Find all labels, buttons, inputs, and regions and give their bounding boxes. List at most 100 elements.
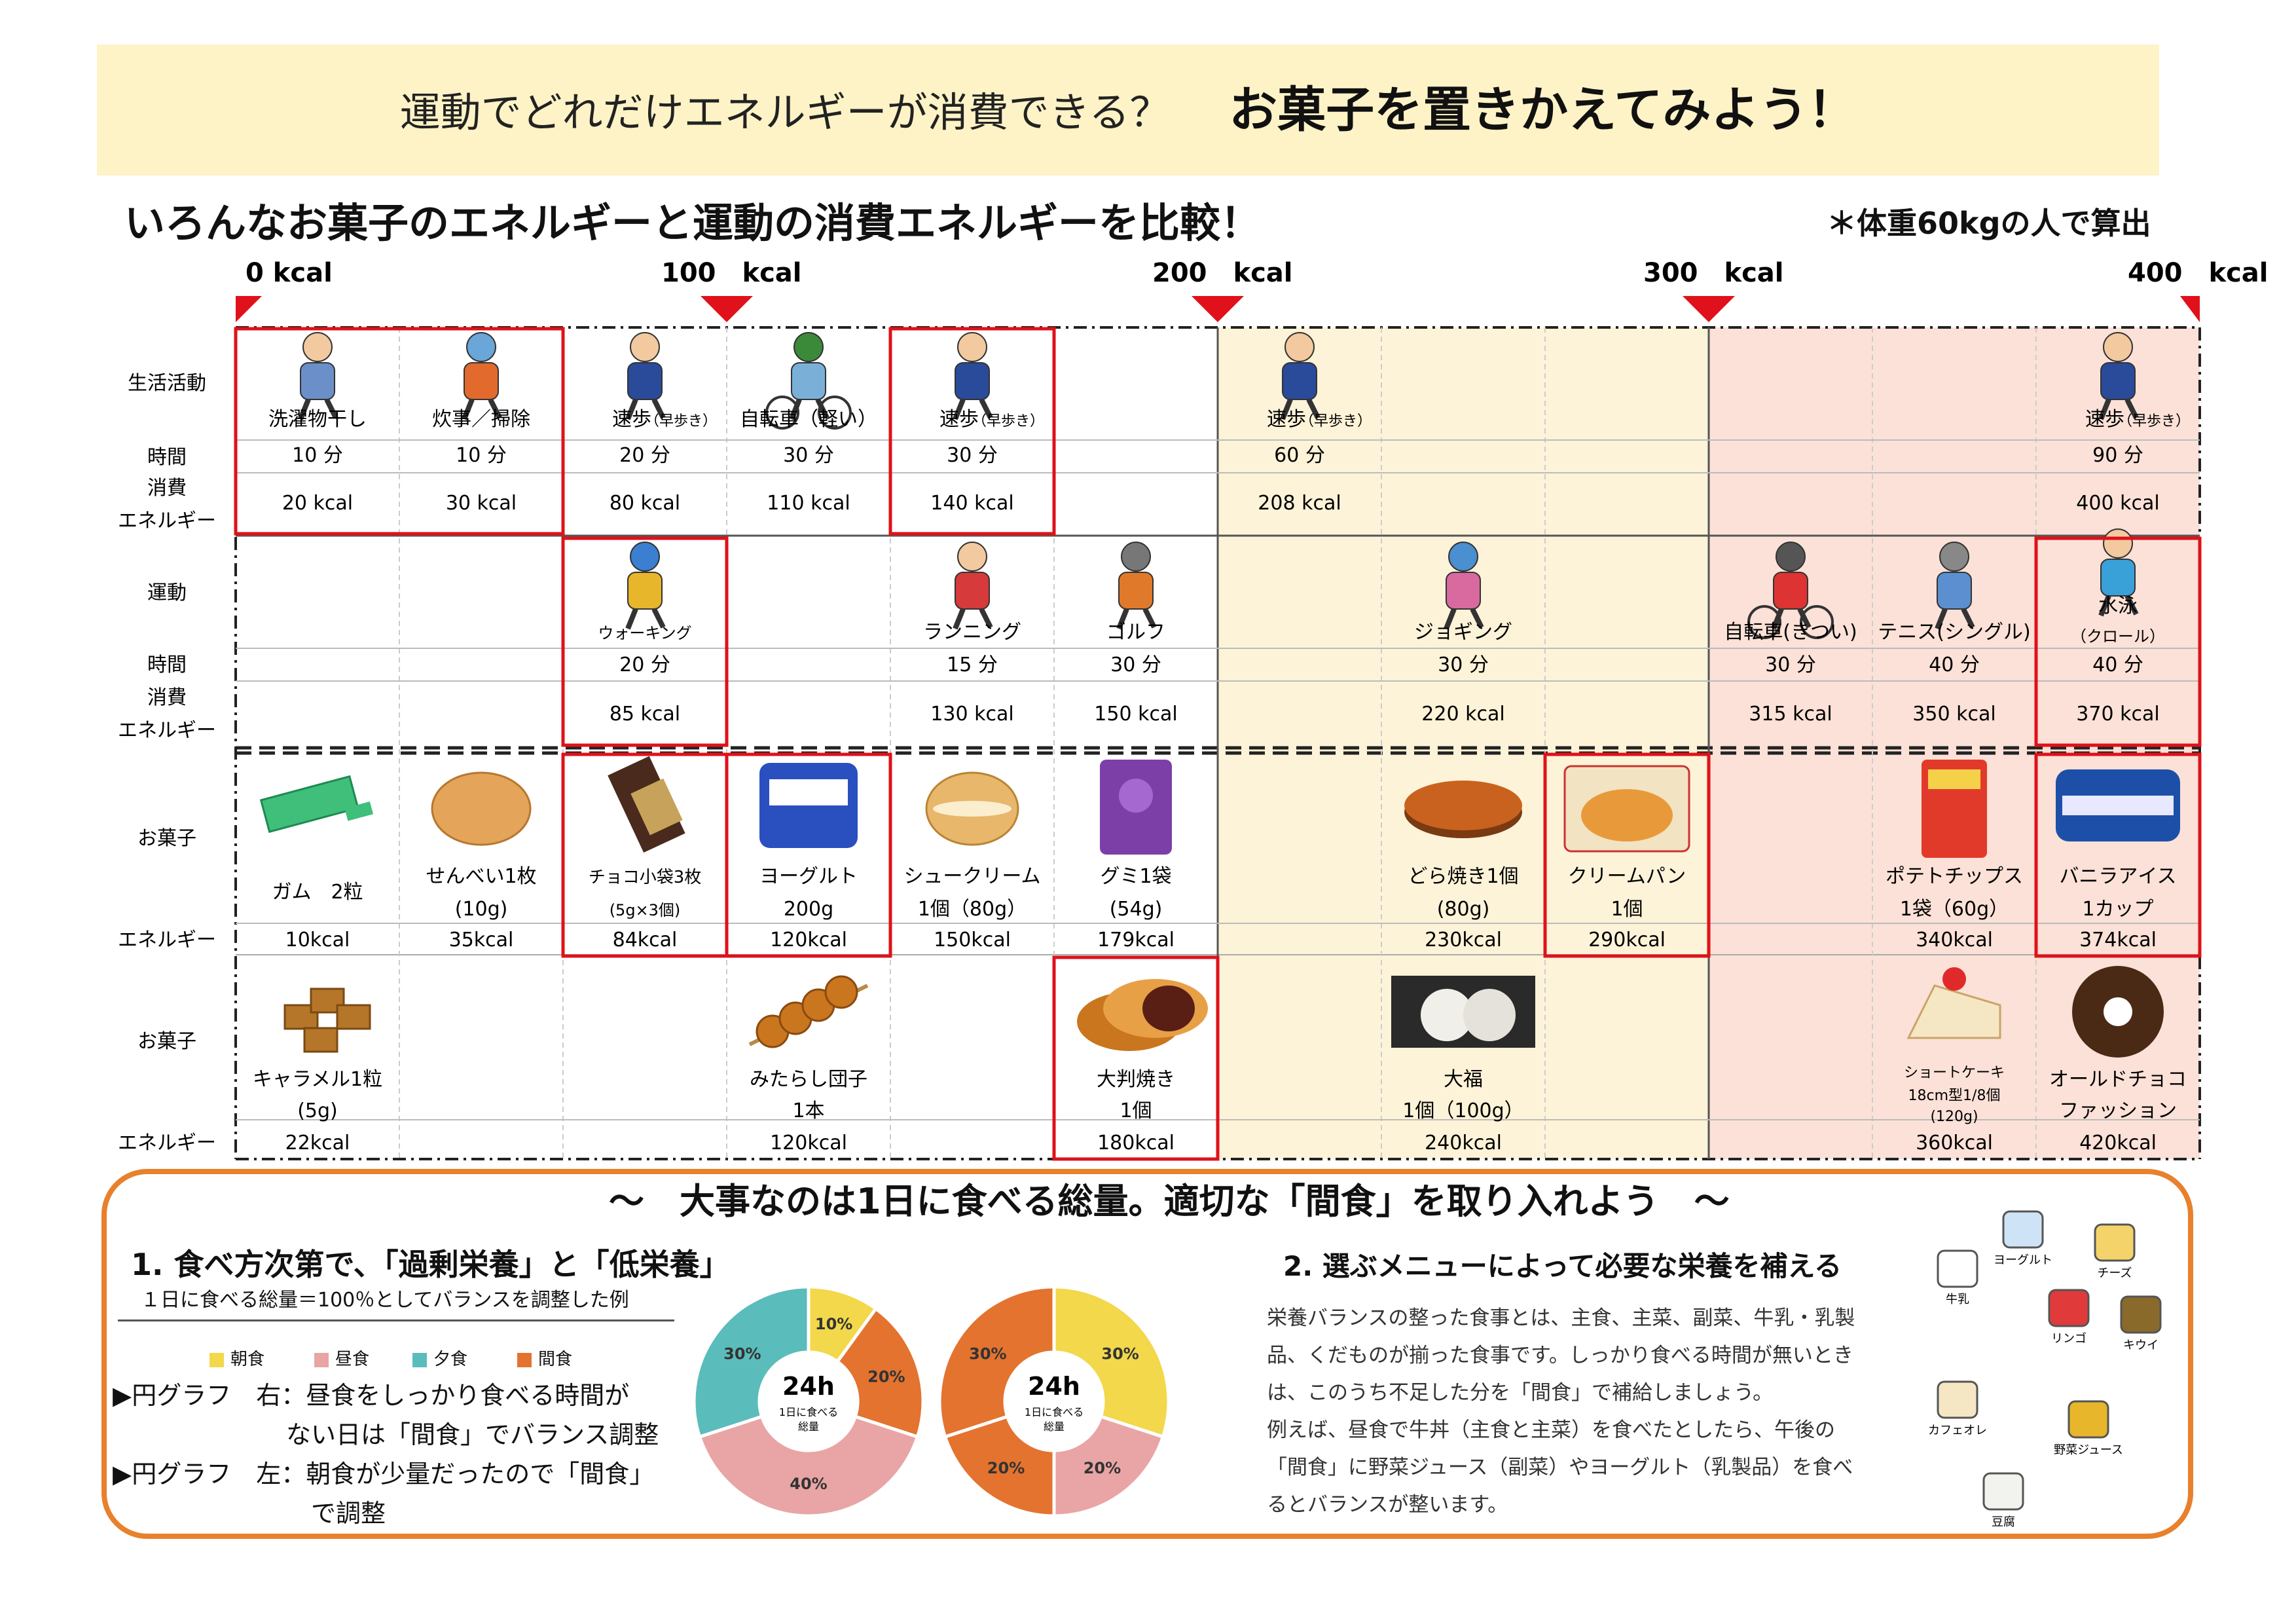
body <box>1937 572 1972 610</box>
body-line: 品、くだものが揃った食事です。しっかり食べる時間が無いとき <box>1267 1344 1853 1367</box>
exercise-name: ランニング <box>923 621 1021 644</box>
activity-kcal: 208 kcal <box>1258 492 1341 515</box>
donut-hole <box>1008 1356 1100 1447</box>
snack-amount: (5g) <box>297 1099 338 1122</box>
donut-label: 30% <box>1101 1345 1139 1363</box>
basis-note: ＊体重60kgの人で算出 <box>1827 206 2151 241</box>
section2-title: 2. 選ぶメニューによって必要な栄養を補える <box>1283 1250 1842 1282</box>
snack-amount: 1カップ <box>2082 898 2153 921</box>
snack-kcal: 180kcal <box>1097 1132 1175 1154</box>
snack-name: シュークリーム <box>903 865 1040 888</box>
donut-segment <box>938 1285 1056 1439</box>
body-line: 「間食」に野菜ジュース（副菜）やヨーグルト（乳製品）を食べ <box>1267 1456 1853 1479</box>
hole <box>2104 997 2132 1026</box>
snack-name: グミ1袋 <box>1100 865 1171 888</box>
snack-amount: (80g) <box>1437 898 1490 921</box>
body-line: るとバランスが整います。 <box>1267 1493 1508 1517</box>
body <box>955 572 990 610</box>
scale-marker <box>1192 296 1244 322</box>
body <box>955 362 990 400</box>
head <box>466 332 496 362</box>
snack-kcal: 240kcal <box>1425 1132 1502 1154</box>
obanyaki-icon <box>1077 979 1208 1051</box>
leg <box>979 608 993 629</box>
jogging-icon <box>1444 542 1484 630</box>
exercise-name: 水泳 <box>2098 595 2138 618</box>
donut-segment <box>1052 1414 1165 1518</box>
snack-amount: (10g) <box>455 898 508 921</box>
food-label: 牛乳 <box>1946 1293 1969 1306</box>
leg <box>298 398 311 420</box>
mochi <box>1421 989 1473 1041</box>
wheel <box>765 396 799 430</box>
snack-amount: 1個 <box>1611 898 1643 921</box>
walking-businessman-icon <box>953 332 993 420</box>
header-question: 運動でどれだけエネルギーが消費できる？ <box>399 88 1171 136</box>
leg <box>2124 595 2139 616</box>
note-left-pie-cont: で調整 <box>311 1499 386 1528</box>
leg <box>651 398 666 419</box>
leg <box>2098 595 2111 617</box>
snack-name: みたらし団子 <box>750 1068 867 1091</box>
body <box>627 572 663 610</box>
donut-segment <box>943 1414 1056 1518</box>
ice-cream-icon <box>2056 769 2180 841</box>
activity-name: 速歩 <box>1267 408 1306 431</box>
leg <box>1306 398 1321 419</box>
snack-kcal: 10kcal <box>285 929 350 951</box>
senbei-icon <box>431 771 532 846</box>
cream <box>933 801 1011 817</box>
donut-center: 総量 <box>1044 1420 1065 1433</box>
donut-center: 総量 <box>798 1420 819 1433</box>
exercise-name: ウォーキング <box>598 624 691 642</box>
walking-couple-icon <box>625 542 666 630</box>
snack-name: せんべい1枚 <box>426 865 536 888</box>
food-item <box>2120 1295 2162 1334</box>
row-header-time: 時間 <box>147 446 187 469</box>
food-item <box>2048 1289 2090 1327</box>
divider <box>118 1320 674 1321</box>
snack-name: バニラアイス <box>2059 865 2176 888</box>
head <box>2103 332 2133 362</box>
body <box>1282 362 1317 400</box>
food-label: リンゴ <box>2051 1332 2086 1346</box>
food-label: カフェオレ <box>1928 1424 1987 1437</box>
row-header-consume1: 消費 <box>147 477 187 500</box>
label <box>769 779 848 805</box>
snack-name: どら焼き1個 <box>1408 865 1518 888</box>
snack-kcal: 35kcal <box>449 929 514 951</box>
leg <box>1280 398 1293 420</box>
snack-amount: (54g) <box>1110 898 1163 921</box>
mochi <box>1463 989 1516 1041</box>
cream-puff-icon <box>925 771 1019 846</box>
leg <box>2098 398 2111 420</box>
highlight-box <box>561 536 729 747</box>
head <box>957 542 987 572</box>
snack-name: チョコ小袋3枚 <box>589 868 702 887</box>
head <box>1448 542 1478 572</box>
snack-kcal: 179kcal <box>1097 929 1175 951</box>
leg <box>625 608 638 630</box>
activity-time: 90 分 <box>2092 444 2143 467</box>
food-label: チーズ <box>2097 1266 2132 1280</box>
leg <box>1116 608 1129 630</box>
body <box>627 362 663 400</box>
snack-kcal: 150kcal <box>934 929 1011 951</box>
snack-amount: 1個（100g） <box>1402 1099 1523 1122</box>
exercise-name: 自転車(きつい) <box>1724 621 1857 644</box>
caramel-piece <box>336 1004 371 1030</box>
scale-marker <box>1683 296 1735 322</box>
body-line: 例えば、昼食で牛丼（主食と主菜）を食べたとしたら、午後の <box>1267 1418 1835 1442</box>
highlight-box <box>234 327 565 536</box>
food-illustrations: ヨーグルトチーズ牛乳リンゴキウイカフェオレ野菜ジュース豆腐 <box>1928 1210 2162 1529</box>
panel-title: ～ 大事なのは1日に食べる総量。適切な「間食」を取り入れよう ～ <box>609 1181 1730 1222</box>
head <box>1285 332 1315 362</box>
highlight-box <box>725 752 892 958</box>
snack-kcal: 22kcal <box>285 1132 350 1154</box>
caramel-icon <box>283 987 371 1053</box>
tennis-icon <box>1935 542 1975 630</box>
leg <box>1935 608 1948 630</box>
food-item <box>2068 1400 2109 1439</box>
body-line: は、このうち不足した分を「間食」で補給しましょう。 <box>1267 1381 1774 1405</box>
exercise-kcal: 150 kcal <box>1094 703 1177 726</box>
